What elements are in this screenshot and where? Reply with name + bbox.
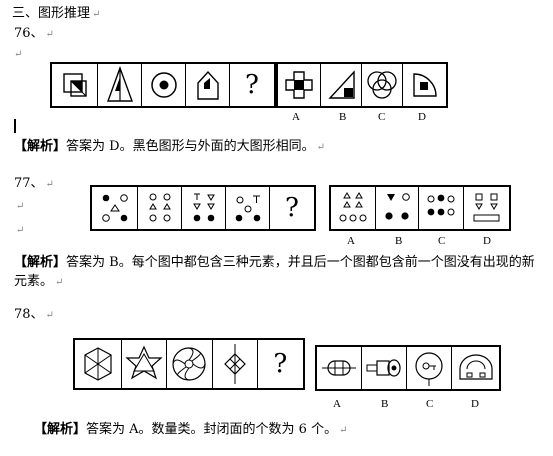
q77-analysis-line-1: 【解析】答案为 B。每个图中都包含三种元素，并且后一个图都包含前一个图没有出现的…	[14, 255, 535, 270]
q78-options-row	[315, 345, 501, 391]
q76-figure-3	[142, 64, 186, 106]
q76-option-c[interactable]	[362, 64, 404, 106]
q76-blank-line: ↵	[14, 49, 23, 60]
q76-figure-4	[186, 64, 230, 106]
q76-figure-1	[52, 64, 98, 106]
q76-analysis: 【解析】答案为 D。黑色图形与外面的大图形相同。↵	[14, 139, 325, 154]
q78-unknown: ?	[273, 349, 288, 379]
text-cursor	[14, 119, 16, 133]
q78-label-b: B	[381, 398, 389, 410]
q77-figure-1	[92, 187, 138, 229]
q77-label-b: B	[395, 235, 403, 247]
q77-option-a[interactable]	[331, 187, 376, 229]
q78-label-c: C	[426, 398, 434, 410]
q78-label-d: D	[471, 398, 479, 410]
q77-figure-2	[138, 187, 182, 229]
q77-number: 77、↵	[14, 176, 54, 191]
q76-option-a[interactable]	[278, 64, 321, 106]
q78-label-a: A	[333, 398, 341, 410]
q77-blank-line-2: ↵	[16, 225, 25, 236]
section-title: 三、图形推理↵	[12, 6, 101, 21]
q77-blank-line-1: ↵	[16, 201, 25, 212]
q77-options-row	[329, 185, 511, 231]
q76-unknown: ?	[245, 70, 259, 100]
q78-number: 78、↵	[14, 307, 54, 322]
q78-figure-3	[167, 340, 213, 388]
q77-unknown: ?	[285, 193, 299, 223]
q76-figure-2	[98, 64, 142, 106]
q77-label-c: C	[438, 235, 446, 247]
q76-label-b: B	[339, 111, 347, 123]
q78-option-c[interactable]	[407, 347, 453, 389]
q77-option-b[interactable]	[376, 187, 420, 229]
q77-figure-4	[226, 187, 270, 229]
q78-figure-2	[122, 340, 168, 388]
q76-label-a: A	[292, 111, 300, 123]
q76-question-row: ?	[50, 62, 276, 108]
q77-option-c[interactable]	[419, 187, 465, 229]
q77-label-d: D	[483, 235, 491, 247]
q76-number: 76、↵	[14, 26, 54, 41]
q78-option-b[interactable]	[362, 347, 408, 389]
q76-label-c: C	[378, 111, 386, 123]
q78-figure-1	[75, 340, 123, 388]
q77-label-a: A	[347, 235, 355, 247]
q77-option-d[interactable]	[464, 187, 509, 229]
q77-figure-3	[182, 187, 226, 229]
q78-question-row: ?	[73, 338, 305, 390]
q76-options-row	[276, 62, 448, 108]
q76-option-d[interactable]	[403, 64, 446, 106]
q78-option-a[interactable]	[317, 347, 363, 389]
q78-option-d[interactable]	[452, 347, 499, 389]
q78-figure-4	[213, 340, 258, 388]
q77-analysis-line-2: 元素。↵	[14, 274, 64, 289]
q76-label-d: D	[418, 111, 426, 123]
q78-analysis: 【解析】答案为 A。数量类。封闭面的个数为 6 个。↵	[34, 422, 348, 437]
q76-option-b[interactable]	[321, 64, 363, 106]
q77-question-row: ?	[90, 185, 316, 231]
